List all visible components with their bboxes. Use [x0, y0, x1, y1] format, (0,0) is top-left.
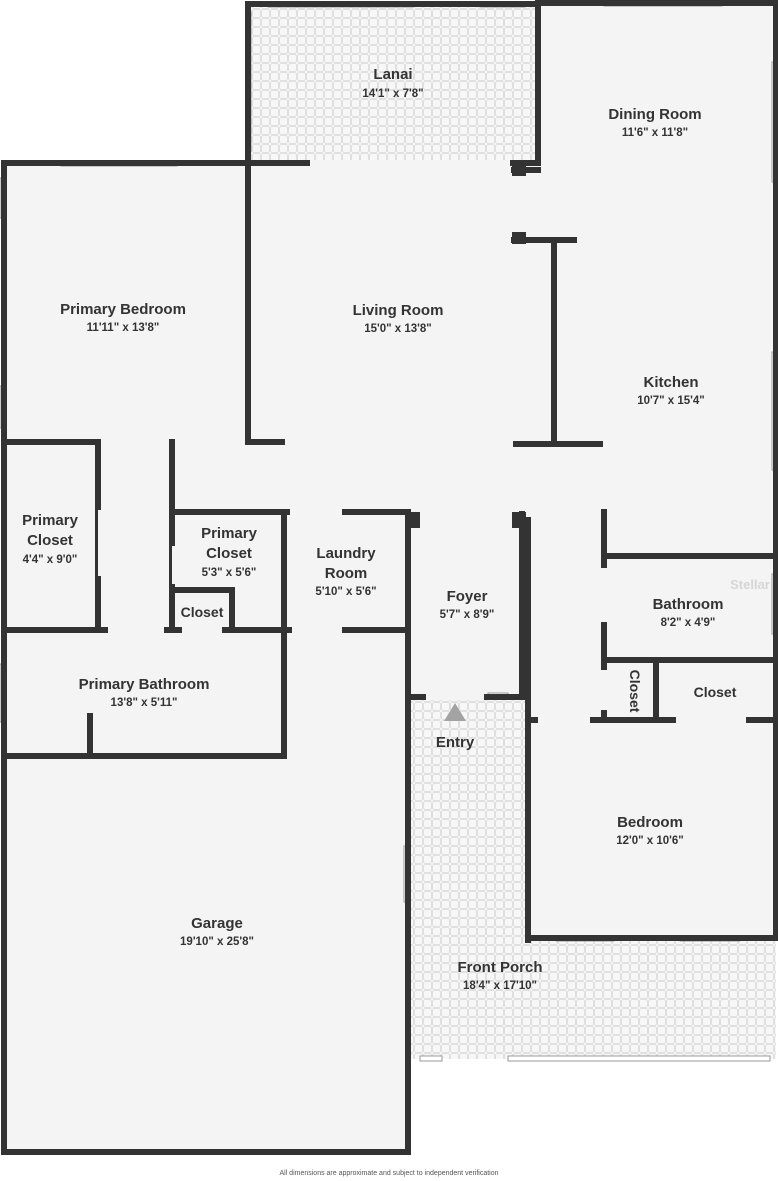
foyer-name: Foyer [447, 588, 488, 605]
bedroom-dim: 12'0" x 10'6" [616, 835, 684, 847]
living-room-name: Living Room [353, 302, 444, 319]
foyer-dim: 5'7" x 8'9" [440, 609, 495, 621]
room-labels: Lanai 14'1" x 7'8" Dining Room 11'6" x 1… [22, 66, 770, 992]
posts [406, 164, 526, 528]
front-porch-floor [410, 697, 776, 1059]
disclaimer-footnote: All dimensions are approximate and subje… [279, 1170, 499, 1177]
door-opening [172, 546, 178, 584]
entry-arrow-icon [444, 703, 466, 721]
kitchen-dim: 10'7" x 15'4" [637, 395, 705, 407]
window [419, 1055, 443, 1062]
dining-room-dim: 11'6" x 11'8" [622, 127, 688, 139]
door-opening [108, 627, 164, 633]
living-room-dim: 15'0" x 13'8" [364, 323, 432, 335]
wall-post [512, 232, 526, 244]
primary-bedroom-name: Primary Bedroom [60, 301, 186, 318]
primary-bathroom-name: Primary Bathroom [79, 676, 210, 693]
kitchen-name: Kitchen [643, 374, 698, 391]
laundry-room-name-2: Room [325, 565, 368, 582]
watermark: Stellar [730, 577, 770, 592]
lanai-name: Lanai [373, 66, 412, 83]
dining-room-name: Dining Room [608, 106, 701, 123]
wall [245, 1, 541, 163]
wall-post [406, 512, 420, 528]
openings [98, 160, 746, 723]
door-opening [600, 670, 608, 710]
bathroom-dim: 8'2" x 4'9" [661, 617, 716, 629]
door-opening [290, 509, 342, 515]
door-opening [676, 717, 746, 723]
primary-closet-left-name-2: Closet [27, 532, 73, 549]
front-porch-dim: 18'4" x 17'10" [463, 980, 537, 992]
door-opening [292, 627, 342, 633]
door-opening [182, 627, 222, 633]
door-opening [538, 717, 590, 723]
primary-bathroom-dim: 13'8" x 5'11" [111, 697, 178, 709]
lanai-floor [248, 4, 538, 163]
bathroom-name: Bathroom [653, 596, 724, 613]
closet-vertical-name: Closet [627, 670, 643, 713]
lanai-dim: 14'1" x 7'8" [362, 88, 423, 100]
closet-small-name: Closet [181, 604, 224, 620]
garage-name: Garage [191, 915, 243, 932]
primary-bedroom-dim: 11'11" x 13'8" [87, 322, 160, 334]
door-opening [310, 160, 510, 166]
door-opening [600, 568, 608, 622]
wall-post [512, 164, 526, 176]
primary-closet-mid-name-1: Primary [201, 525, 258, 542]
wall [535, 0, 778, 725]
window [507, 1055, 771, 1062]
interior-floor [4, 2, 776, 1152]
wall [169, 587, 235, 633]
entry-name: Entry [436, 734, 475, 751]
front-porch-name: Front Porch [458, 959, 543, 976]
garage-dim: 19'10" x 25'8" [180, 936, 254, 948]
bedroom-name: Bedroom [617, 814, 683, 831]
door-opening [426, 694, 484, 700]
closet-right-name: Closet [694, 684, 737, 700]
primary-closet-left-name-1: Primary [22, 512, 79, 529]
laundry-room-dim: 5'10" x 5'6" [315, 586, 376, 598]
floors [4, 2, 776, 1152]
door-opening [180, 439, 236, 445]
primary-closet-mid-name-2: Closet [206, 545, 252, 562]
door-opening [98, 510, 104, 576]
primary-closet-left-dim: 4'4" x 9'0" [23, 554, 78, 566]
primary-closet-mid-dim: 5'3" x 5'6" [202, 567, 257, 579]
wall-post [512, 512, 526, 528]
laundry-room-name-1: Laundry [316, 545, 376, 562]
